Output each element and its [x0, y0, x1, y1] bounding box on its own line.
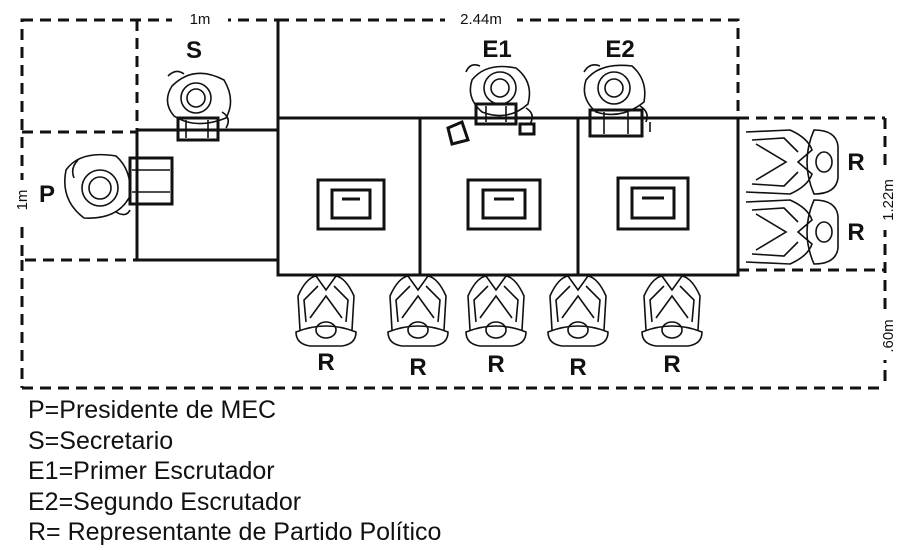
representative-chair: R [641, 275, 703, 378]
table-1 [276, 116, 422, 277]
representative-chair: R [387, 275, 449, 381]
role-president: P [39, 181, 55, 208]
dim-left: 1m [14, 190, 31, 211]
role-first-scrutineer: E1 [482, 36, 511, 63]
legend: P=Presidente de MEC S=Secretario E1=Prim… [28, 395, 441, 548]
legend-item-president: P=Presidente de MEC [28, 396, 277, 424]
ballot-box-2 [466, 178, 542, 231]
dim-right-upper: 1.22m [880, 179, 897, 221]
ballot-box-3 [616, 176, 690, 231]
zone-outlines [20, 18, 887, 390]
legend-item-first-scrutineer: E1=Primer Escrutador [28, 457, 275, 485]
second-scrutineer-figure [583, 64, 651, 138]
representative-chair: R [745, 129, 865, 195]
representative-chair: R [745, 199, 865, 265]
desk-area [135, 116, 740, 277]
role-secretary: S [186, 37, 202, 64]
ballot-box-1 [316, 178, 386, 231]
dim-top-small: 1m [190, 11, 211, 28]
dim-top-long: 2.44m [460, 11, 502, 28]
dim-right-lower: .60m [880, 319, 897, 352]
role-representative-label: R [409, 354, 426, 381]
representative-chair: R [295, 275, 357, 376]
role-representative-label: R [317, 349, 334, 376]
right-representatives: RR [745, 129, 865, 265]
representative-chair: R [465, 275, 527, 378]
representative-chair: R [547, 275, 609, 381]
legend-item-secretary: S=Secretario [28, 426, 174, 455]
role-representative-label: R [569, 354, 586, 381]
secretary-figure [166, 70, 232, 142]
role-representative-label: R [847, 219, 864, 246]
role-representative-label: R [487, 351, 504, 378]
president-figure [64, 153, 174, 219]
role-representative-label: R [847, 149, 864, 176]
legend-item-second-scrutineer: E2=Segundo Escrutador [28, 487, 302, 516]
role-representative-label: R [663, 351, 680, 378]
first-scrutineer-figure [446, 64, 536, 146]
role-second-scrutineer: E2 [605, 36, 634, 63]
table-2 [418, 116, 580, 277]
dimension-labels: 1m 2.44m 1m 1.22m .60m [12, 8, 897, 360]
legend-item-representative: R= Representante de Partido Político [28, 518, 442, 546]
